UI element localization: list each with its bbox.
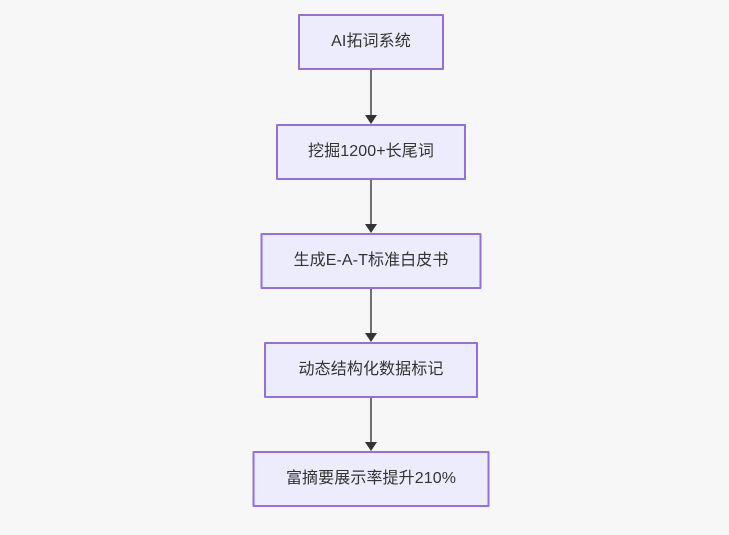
flow-node-structured-data-markup[interactable]: 动态结构化数据标记: [264, 342, 478, 398]
flow-node-eat-whitepaper[interactable]: 生成E-A-T标准白皮书: [260, 233, 482, 289]
arrowhead-icon: [365, 115, 377, 124]
arrowhead-icon: [365, 333, 377, 342]
flow-node-label: 生成E-A-T标准白皮书: [293, 252, 449, 269]
flow-node-rich-snippet-result[interactable]: 富摘要展示率提升210%: [252, 451, 490, 507]
flow-node-label: 富摘要展示率提升210%: [285, 470, 457, 487]
flow-node-label: AI拓词系统: [331, 33, 411, 50]
flow-node-longtail-mining[interactable]: 挖掘1200+长尾词: [276, 124, 466, 180]
flow-edge-1-to-2: [364, 70, 378, 124]
flow-edge-4-to-5: [364, 398, 378, 451]
flow-edge-2-to-3: [364, 180, 378, 233]
arrowhead-icon: [365, 442, 377, 451]
edge-line: [370, 398, 372, 442]
edge-line: [370, 180, 372, 224]
edge-line: [370, 70, 372, 115]
flow-edge-3-to-4: [364, 289, 378, 342]
edge-line: [370, 289, 372, 333]
flow-node-label: 挖掘1200+长尾词: [308, 143, 434, 160]
arrowhead-icon: [365, 224, 377, 233]
flow-node-label: 动态结构化数据标记: [298, 361, 444, 378]
flow-node-ai-keyword-system[interactable]: AI拓词系统: [298, 14, 444, 70]
